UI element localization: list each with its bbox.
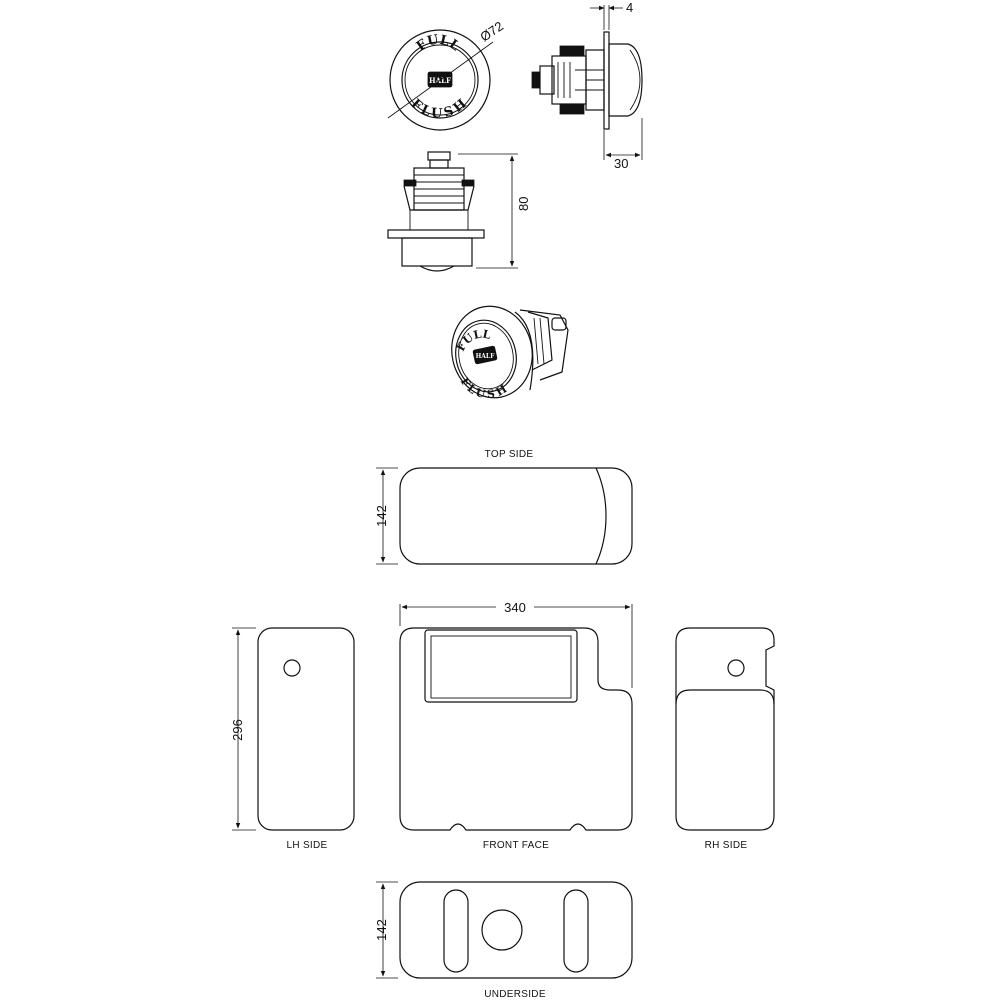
top-side-label: TOP SIDE	[485, 449, 534, 460]
button-isometric-view: FULL FLUSH HALF	[451, 305, 569, 401]
cistern-top-side: TOP SIDE 142	[374, 449, 633, 565]
iso-flush-text: FLUSH	[458, 375, 509, 401]
cistern-underside: 142 UNDERSIDE	[374, 881, 633, 1000]
button-height-dim: 80	[516, 197, 531, 211]
full-text: FULL	[414, 32, 462, 54]
button-side-view: 4 30	[531, 0, 643, 171]
svg-text:FLUSH: FLUSH	[408, 96, 470, 121]
cistern-rh-side: RH SIDE	[675, 627, 775, 851]
button-front-view: FULL FLUSH HALF Ø72	[387, 18, 506, 131]
depth-dim: 30	[614, 156, 628, 171]
iso-half-text: HALF	[476, 353, 496, 360]
front-face-label: FRONT FACE	[483, 840, 549, 851]
top-depth-dim: 142	[374, 505, 389, 527]
cistern-front-face: 340 FRONT FACE	[399, 600, 633, 851]
plate-thickness-dim: 4	[626, 0, 633, 15]
lh-side-label: LH SIDE	[286, 840, 327, 851]
rh-side-label: RH SIDE	[705, 840, 748, 851]
cistern-height-dim: 296	[230, 719, 245, 741]
underside-label: UNDERSIDE	[484, 989, 546, 1000]
svg-text:FULL: FULL	[414, 32, 462, 54]
svg-text:FLUSH: FLUSH	[458, 375, 509, 401]
cistern-width-dim: 340	[504, 600, 526, 615]
button-top-view: 80	[387, 151, 531, 272]
cistern-lh-side: 296 LH SIDE	[230, 627, 355, 851]
diameter-dim: Ø72	[477, 18, 506, 44]
flush-text: FLUSH	[408, 96, 470, 121]
under-depth-dim: 142	[374, 919, 389, 941]
